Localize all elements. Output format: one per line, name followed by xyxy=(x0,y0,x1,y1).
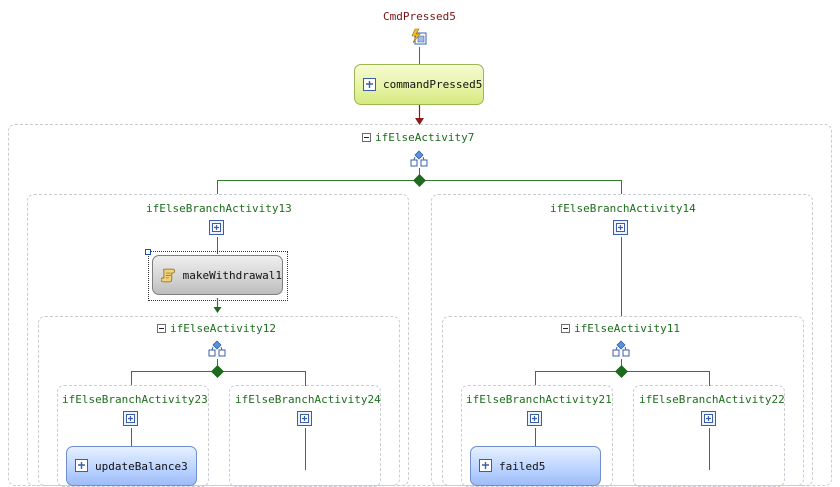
branch-icon xyxy=(613,220,628,235)
connector-if12-down xyxy=(217,359,218,367)
arrow-withdraw-to-ifelse12 xyxy=(213,298,222,313)
branch-14-title: ifElseBranchActivity14 xyxy=(550,202,696,215)
connector-event-command xyxy=(419,47,420,65)
connector-if11-left xyxy=(535,371,536,386)
connector-if11-down xyxy=(621,359,622,367)
branch-icon xyxy=(123,411,138,426)
connector-outer-down xyxy=(419,168,420,176)
branch-24-title: ifElseBranchActivity24 xyxy=(235,393,381,406)
make-withdrawal-node[interactable]: makeWithdrawal1 xyxy=(152,255,283,295)
event-label: CmdPressed5 xyxy=(383,10,456,23)
connector-b13-to-withdraw xyxy=(217,237,218,254)
connector-if12-left xyxy=(131,371,132,386)
connector-outer-left-drop xyxy=(217,180,218,194)
if11-diamond xyxy=(615,365,628,378)
connector-if11-right xyxy=(709,371,710,386)
branch-23-title: ifElseBranchActivity23 xyxy=(62,393,208,406)
connector-b22-down xyxy=(709,428,710,470)
connector-b24-down xyxy=(305,428,306,470)
ifelse-activity-11-title[interactable]: ifElseActivity11 xyxy=(561,322,680,336)
branch-icon xyxy=(527,411,542,426)
if12-diamond xyxy=(211,365,224,378)
arrow-command-to-ifelse xyxy=(415,105,424,125)
command-pressed-label: commandPressed5 xyxy=(383,78,483,91)
branch-21-title: ifElseBranchActivity21 xyxy=(466,393,612,406)
outer-diamond xyxy=(413,174,426,187)
command-pressed-node[interactable]: commandPressed5 xyxy=(354,64,484,105)
collapse-icon[interactable] xyxy=(561,324,570,333)
make-withdrawal-label: makeWithdrawal1 xyxy=(182,268,282,282)
failed-node[interactable]: failed5 xyxy=(470,446,601,486)
branch-13-title: ifElseBranchActivity13 xyxy=(146,202,292,215)
ifelse-icon xyxy=(208,340,226,357)
branch-22-title: ifElseBranchActivity22 xyxy=(639,393,785,406)
branch-icon xyxy=(209,220,224,235)
branch-icon xyxy=(701,411,716,426)
connector-b23-down xyxy=(131,428,132,446)
update-balance-label: updateBalance3 xyxy=(95,459,188,473)
connector-if12-right xyxy=(305,371,306,386)
connector-b14-down xyxy=(621,237,622,316)
activity-icon xyxy=(479,459,492,472)
ifelse-icon xyxy=(410,150,428,167)
selection-handle[interactable] xyxy=(145,249,151,255)
code-scroll-icon xyxy=(161,268,176,283)
ifelse-activity-12-title[interactable]: ifElseActivity12 xyxy=(157,322,276,336)
connector-b21-down xyxy=(535,428,536,446)
connector-outer-right-drop xyxy=(621,180,622,194)
activity-icon xyxy=(75,459,88,472)
ifelse-activity-7-title[interactable]: ifElseActivity7 xyxy=(362,131,474,145)
update-balance-node[interactable]: updateBalance3 xyxy=(66,446,197,486)
activity-icon xyxy=(363,77,376,91)
failed-label: failed5 xyxy=(499,459,546,473)
collapse-icon[interactable] xyxy=(362,133,371,142)
collapse-icon[interactable] xyxy=(157,324,166,333)
event-handler-icon xyxy=(411,28,427,45)
branch-icon xyxy=(297,411,312,426)
ifelse-icon xyxy=(612,340,630,357)
